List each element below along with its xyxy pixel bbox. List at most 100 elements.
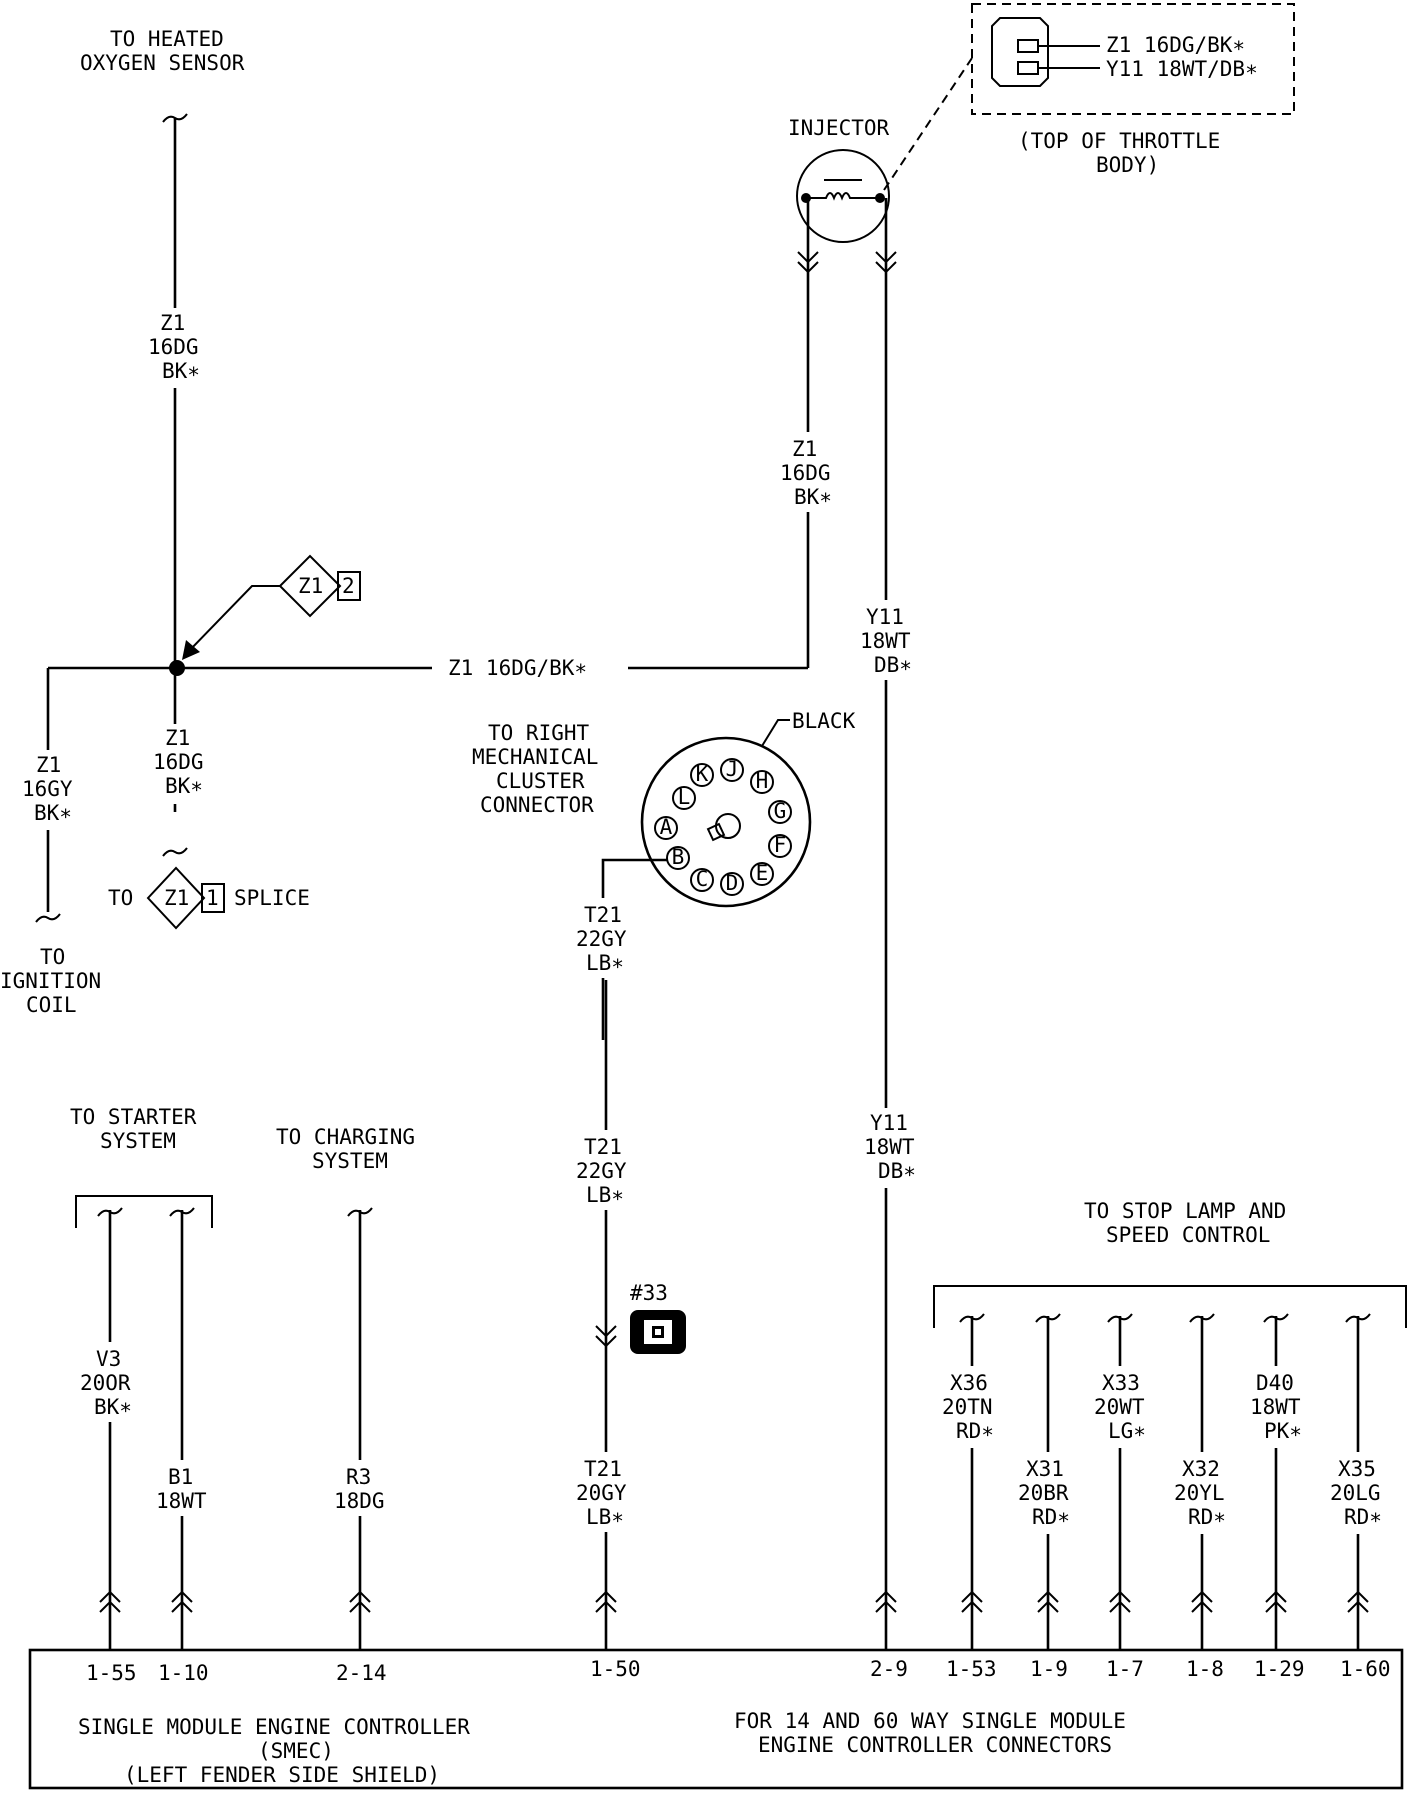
end-o2: [162, 113, 188, 123]
y11-top-color: DB∗: [874, 653, 912, 677]
cluster-label-1: TO RIGHT: [488, 721, 590, 745]
d40-color: PK∗: [1264, 1419, 1302, 1443]
pin-label: 1-55: [86, 1661, 137, 1685]
y11-top-name: Y11: [866, 605, 904, 629]
pin-label: 2-9: [870, 1657, 908, 1681]
throttle-body-label-1: (TOP OF THROTTLE: [1018, 129, 1220, 153]
x36-gauge: 20TN: [942, 1395, 993, 1419]
cluster-pin-letter: J: [726, 757, 739, 781]
injector-callout-line: [883, 57, 973, 191]
cluster-pin-circle: [666, 846, 690, 870]
t21-upper-gauge: 22GY: [576, 927, 627, 951]
x33-name: X33: [1102, 1371, 1140, 1395]
z1-16gy-gauge: 16GY: [22, 777, 73, 801]
tag-label: Z1: [298, 574, 323, 598]
cluster-pin-letter: B: [672, 845, 685, 869]
t21-lower-gauge: 20GY: [576, 1481, 627, 1505]
t21-lower-name: T21: [584, 1457, 622, 1481]
v3-name: V3: [96, 1347, 121, 1371]
z1-o2-gauge: 16DG: [148, 335, 199, 359]
z1-o2-name: Z1: [160, 311, 185, 335]
end-v3: [97, 1207, 123, 1217]
ignition-label-2: IGNITION: [0, 969, 101, 993]
end-x36: [959, 1313, 985, 1323]
pin-label: 1-29: [1254, 1657, 1305, 1681]
x36-color: RD∗: [956, 1419, 994, 1443]
cluster-pin-circle: [750, 770, 774, 794]
tag-number-box: [337, 571, 361, 601]
injector: INJECTOR: [788, 57, 973, 243]
x35-color: RD∗: [1344, 1505, 1382, 1529]
splice-junction: [169, 585, 280, 676]
connector-pin-1: [1017, 39, 1039, 53]
chevron-1-55: [99, 1590, 121, 1613]
connector-pin-2: [1017, 61, 1039, 75]
cluster-pin-circle: [690, 763, 714, 787]
splice-word: SPLICE: [234, 886, 310, 910]
cluster-pin-circle: [690, 868, 714, 892]
tag-number: 2: [342, 574, 355, 598]
cluster-pin-circle: [750, 862, 774, 886]
y11-bottom-gauge: 18WT: [864, 1135, 915, 1159]
z1-injector-gauge: 16DG: [780, 461, 831, 485]
x31-name: X31: [1026, 1457, 1064, 1481]
charging-label-2: SYSTEM: [312, 1149, 388, 1173]
injector-term-right: [875, 193, 885, 203]
chevron-1-9: [1037, 1590, 1059, 1613]
chevron-1-10: [171, 1590, 193, 1613]
throttle-body-label-2: BODY): [1096, 153, 1159, 177]
cluster-pin-letter: F: [774, 833, 787, 857]
x31-gauge: 20BR: [1018, 1481, 1069, 1505]
chevron-1-7: [1109, 1590, 1131, 1613]
pin-label: 1-7: [1106, 1657, 1144, 1681]
cluster-pin-letter: L: [678, 785, 691, 809]
inset-frame: [971, 3, 1295, 115]
x31-color: RD∗: [1032, 1505, 1070, 1529]
smec-label-2: (SMEC): [258, 1739, 334, 1763]
d40-gauge: 18WT: [1250, 1395, 1301, 1419]
x36-name: X36: [950, 1371, 988, 1395]
y11-bottom-name: Y11: [870, 1111, 908, 1135]
smec-label-3: (LEFT FENDER SIDE SHIELD): [124, 1763, 440, 1787]
splice-to-label: TO: [108, 886, 133, 910]
end-x33: [1107, 1313, 1133, 1323]
connector-33-pin-hole: [655, 1329, 661, 1335]
end-b1: [169, 1207, 195, 1217]
pin-label: 1-8: [1186, 1657, 1224, 1681]
cluster-pin-letter: G: [774, 799, 787, 823]
cluster-label-2: MECHANICAL: [472, 745, 598, 769]
cluster-label-4: CONNECTOR: [480, 793, 594, 817]
x35-name: X35: [1338, 1457, 1376, 1481]
z1-below-name: Z1: [165, 726, 190, 750]
cluster-pin-circle: [672, 786, 696, 810]
end-x35: [1345, 1313, 1371, 1323]
chevron-injector-left: [797, 251, 819, 274]
connectors-note-1: FOR 14 AND 60 WAY SINGLE MODULE: [734, 1709, 1126, 1733]
splice-arrow-line: [187, 585, 280, 653]
tag-label: Z1: [164, 886, 189, 910]
t21-mid-color: LB∗: [586, 1183, 624, 1207]
pin-label: 1-53: [946, 1657, 997, 1681]
t21-upper-name: T21: [584, 903, 622, 927]
cluster-pin-circle: [654, 816, 678, 840]
black-leader: [761, 719, 790, 747]
b1-name: B1: [168, 1465, 193, 1489]
z1-o2-color: BK∗: [162, 359, 200, 383]
cluster-pin-circle: [720, 758, 744, 782]
chevron-1-53: [961, 1590, 983, 1613]
x33-color: LG∗: [1108, 1419, 1146, 1443]
t21-lower-color: LB∗: [586, 1505, 624, 1529]
connectors-note-2: ENGINE CONTROLLER CONNECTORS: [758, 1733, 1112, 1757]
stop-lamp-bracket: [933, 1285, 1407, 1328]
diamond: [278, 554, 342, 618]
starter-label-1: TO STARTER: [70, 1105, 197, 1129]
chevron-2-14: [349, 1590, 371, 1613]
x32-color: RD∗: [1188, 1505, 1226, 1529]
text-labels: TO HEATED OXYGEN SENSOR Z1 16DG BK∗ Z1 1…: [0, 27, 1391, 1787]
tag-number-box: [201, 883, 225, 913]
throttle-body-inset: Z1 16DG/BK∗ Y11 18WT/DB∗ (TOP OF THROTTL…: [971, 3, 1295, 177]
cluster-pin-letter: C: [696, 867, 709, 891]
cluster-key: [706, 822, 726, 842]
stop-lamp-label-2: SPEED CONTROL: [1106, 1223, 1270, 1247]
